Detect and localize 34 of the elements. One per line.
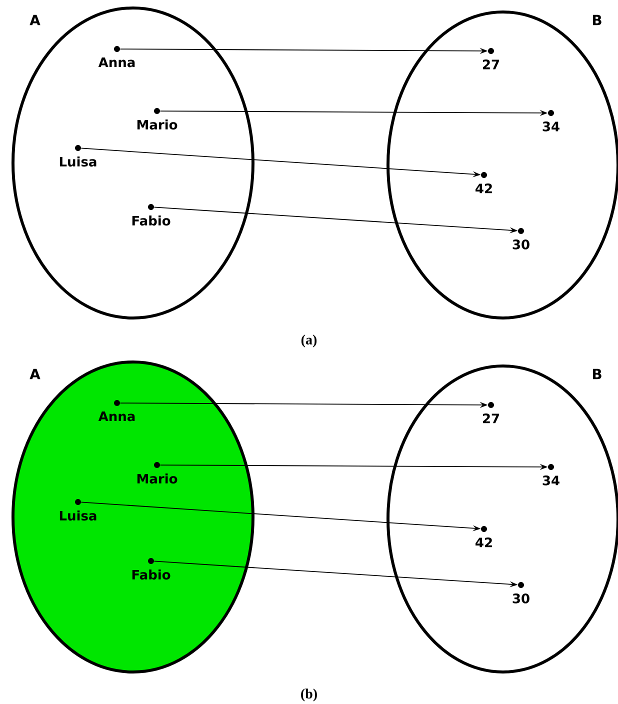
element-point: 27 <box>482 48 499 70</box>
element-point: Luisa <box>60 145 96 167</box>
panel-caption: (b) <box>301 688 317 702</box>
panel-caption: (a) <box>301 334 317 348</box>
element-point: Anna <box>98 46 135 68</box>
node-label: 30 <box>512 594 530 604</box>
node-label: 27 <box>482 414 500 424</box>
node-label: Anna <box>98 412 135 422</box>
element-point: 30 <box>512 582 530 604</box>
element-point: Anna <box>98 400 135 422</box>
element-point: Mario <box>137 108 178 130</box>
element-point: Mario <box>137 462 178 484</box>
node-label: Mario <box>137 474 178 484</box>
element-point: Fabio <box>132 204 170 226</box>
node-label: 42 <box>476 184 492 194</box>
element-point: 42 <box>476 526 492 548</box>
element-point: Luisa <box>60 499 96 521</box>
node-label: 42 <box>476 538 492 548</box>
node-label: Fabio <box>132 570 170 580</box>
node-label: 30 <box>512 240 530 250</box>
element-point: 34 <box>542 464 560 486</box>
node-label: Luisa <box>60 510 96 521</box>
node-label: Luisa <box>60 156 96 167</box>
node-label: Anna <box>98 58 135 68</box>
node-label: 34 <box>542 122 560 132</box>
element-point: 27 <box>482 402 499 424</box>
node-label: Fabio <box>132 216 170 226</box>
node-label: 27 <box>482 60 500 70</box>
node-label: 34 <box>542 476 560 486</box>
element-point: 30 <box>512 228 530 250</box>
element-point: Fabio <box>132 558 170 580</box>
node-label: Mario <box>137 120 178 130</box>
element-point: 42 <box>476 172 492 194</box>
element-point: 34 <box>542 110 560 132</box>
